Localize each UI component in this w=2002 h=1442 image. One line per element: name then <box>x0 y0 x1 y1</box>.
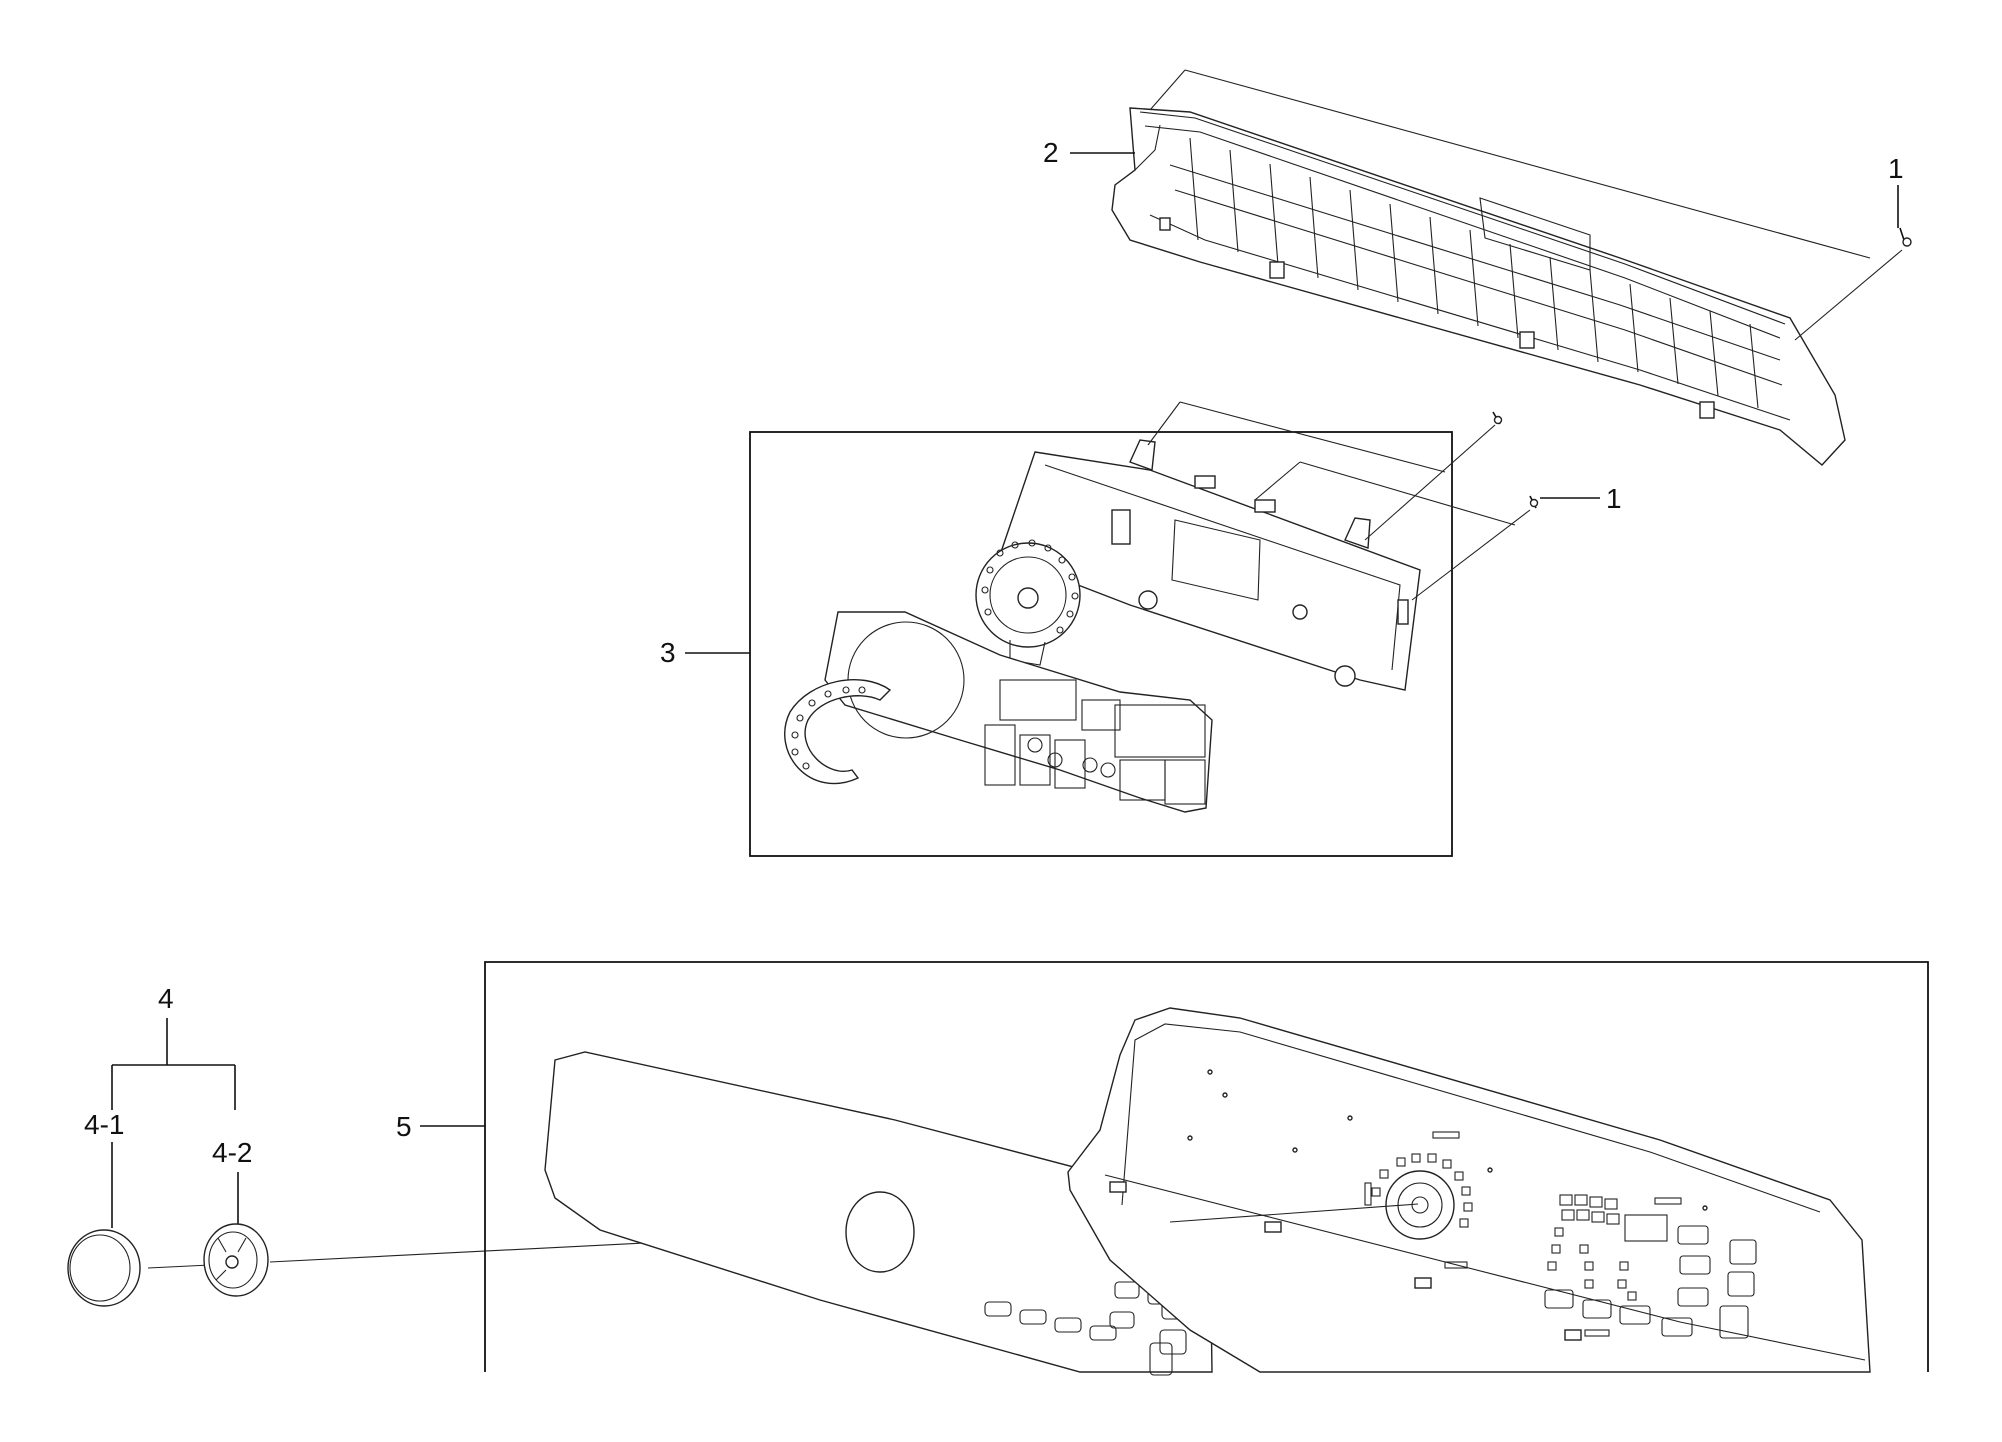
control-panel-frame <box>1111 107 1846 466</box>
screw-top <box>1794 227 1912 341</box>
guide-line-pcb <box>1147 401 1516 526</box>
pcb-board <box>999 439 1421 691</box>
control-panel-box <box>484 961 1929 1372</box>
callout-knob-assy: 4 <box>158 983 174 1014</box>
pcb-cover <box>824 611 1213 813</box>
callout-knob: 4-1 <box>84 1109 124 1140</box>
callout-panel-box: 5 <box>396 1111 412 1142</box>
control-panel-housing <box>1067 1007 1871 1373</box>
callout-screw-top: 1 <box>1888 153 1904 184</box>
control-panel-overlay <box>544 1051 1213 1376</box>
guide-line-dial <box>1169 1203 1419 1223</box>
guide-line-frame <box>1149 69 1871 259</box>
knob-base <box>203 1223 269 1297</box>
encoder-ring <box>784 679 892 785</box>
callout-frame: 2 <box>1043 137 1059 168</box>
rotary-encoder <box>975 539 1081 666</box>
callout-screw-mid: 1 <box>1606 483 1622 514</box>
screw-pcb-top <box>1364 411 1503 541</box>
knob-bracket <box>111 1018 236 1110</box>
pcb-assembly-box <box>749 431 1453 857</box>
screw-mid <box>1411 495 1539 601</box>
callout-pcb-box: 3 <box>660 637 676 668</box>
callout-knob-base: 4-2 <box>212 1137 252 1168</box>
knob-cap <box>67 1229 141 1307</box>
